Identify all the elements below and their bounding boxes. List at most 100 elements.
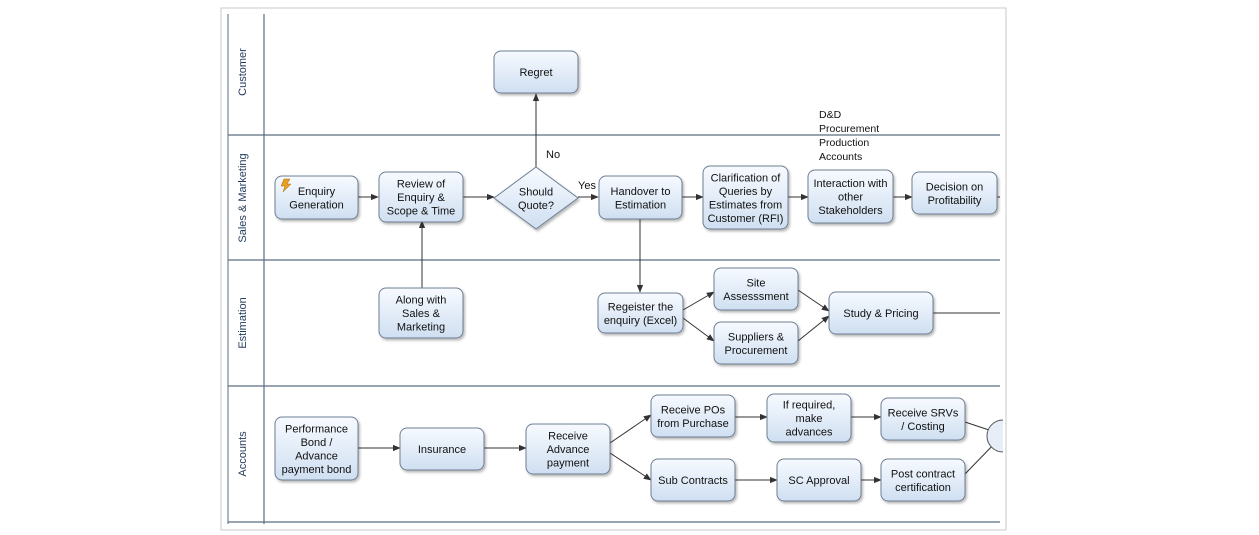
- node-receive-srvs: Receive SRVs / Costing: [880, 397, 966, 441]
- node-label-line: Regeister the: [608, 301, 673, 313]
- edge-site-study: [797, 289, 830, 312]
- node-label-line: Customer (RFI): [708, 213, 784, 225]
- node-label-line: Assesssment: [723, 291, 788, 303]
- node-label-line: Study & Pricing: [843, 308, 918, 320]
- lane-label-sales: Sales & Marketing: [237, 153, 249, 242]
- node-sc-approval: SC Approval: [776, 458, 862, 502]
- node-label-line: Procurement: [725, 345, 788, 357]
- node-label-line: Scope & Time: [387, 206, 455, 218]
- node-label-line: Along with: [396, 295, 447, 307]
- node-sub-contracts: Sub Contracts: [650, 458, 736, 502]
- node-shape: [911, 171, 998, 215]
- node-label-line: Bond /: [301, 437, 334, 449]
- node-label-line: Enquiry &: [397, 192, 445, 204]
- merge-connector: [986, 419, 1004, 453]
- node-label-line: Review of: [397, 179, 446, 191]
- node-insurance: Insurance: [399, 427, 485, 471]
- node-label-line: Performance: [285, 423, 348, 435]
- node-shape: [493, 50, 579, 94]
- node-shape: [598, 175, 683, 220]
- node-label-line: from Purchase: [657, 418, 729, 430]
- node-shape: [713, 267, 799, 311]
- node-label-line: payment: [547, 458, 589, 470]
- node-shape: [274, 175, 359, 220]
- node-label-line: Clarification of: [711, 172, 782, 184]
- node-shape: [650, 394, 736, 438]
- edge-register-site: [682, 291, 715, 311]
- node-shape: [378, 171, 464, 223]
- node-label-line: SC Approval: [788, 475, 849, 487]
- node-label-line: Decision on: [926, 181, 983, 193]
- node-label-line: Suppliers &: [728, 331, 785, 343]
- node-label-line: Regret: [519, 67, 552, 79]
- node-shape: [776, 458, 862, 502]
- lane-label-customer: Customer: [237, 48, 249, 96]
- edge-register-suppliers: [682, 317, 715, 342]
- node-label-line: / Costing: [901, 421, 944, 433]
- node-label-line: Marketing: [397, 322, 445, 334]
- node-shape: [274, 416, 359, 481]
- lane-label-estimation: Estimation: [237, 297, 249, 348]
- node-label-line: Estimates from: [709, 199, 782, 211]
- node-study: Study & Pricing: [828, 291, 934, 335]
- node-label-line: enquiry (Excel): [604, 315, 677, 327]
- node-label-line: other: [838, 192, 863, 204]
- node-shape: [378, 287, 464, 339]
- node-label-line: certification: [895, 482, 951, 494]
- node-label-line: Receive SRVs: [888, 407, 959, 419]
- node-shape: [713, 321, 799, 365]
- edge-receive-subcontracts: [609, 452, 652, 481]
- node-label-line: Quote?: [518, 200, 554, 212]
- node-shape: [493, 166, 579, 230]
- edge-label-yes: Yes: [578, 180, 596, 192]
- lane-label-accounts: Accounts: [237, 431, 249, 477]
- stakeholder-note: D&D Procurement Production Accounts: [819, 109, 879, 163]
- node-label-line: Should: [519, 186, 553, 198]
- node-suppliers: Suppliers & Procurement: [713, 321, 799, 365]
- node-shape: [525, 423, 611, 475]
- node-label-line: advances: [785, 427, 833, 439]
- note-line: Procurement: [819, 123, 879, 135]
- node-shape: [828, 291, 934, 335]
- node-label-line: Sub Contracts: [658, 475, 728, 487]
- node-label-line: If required,: [783, 400, 836, 412]
- node-label-line: Post contract: [891, 468, 955, 480]
- node-if-required: If required,make advances: [766, 393, 852, 443]
- edge-label-no: No: [546, 149, 560, 161]
- node-shape: [807, 169, 894, 224]
- node-label-line: Insurance: [418, 444, 466, 456]
- node-label-line: Enquiry: [298, 186, 336, 198]
- node-shape: [766, 393, 852, 443]
- edge-receive-pos: [609, 414, 652, 444]
- node-label-line: Generation: [289, 199, 343, 211]
- edge-suppliers-study: [797, 315, 830, 342]
- node-label-line: make: [796, 413, 823, 425]
- node-label-line: Receive: [548, 431, 588, 443]
- node-label-line: Stakeholders: [818, 205, 883, 217]
- note-line: Accounts: [819, 151, 862, 163]
- node-label-line: Queries by: [719, 186, 773, 198]
- node-shape: [880, 397, 966, 441]
- node-label-line: Site: [747, 277, 766, 289]
- node-label-line: Estimation: [615, 199, 666, 211]
- node-label-line: Interaction with: [814, 178, 888, 190]
- node-shape: [650, 458, 736, 502]
- node-shape: [702, 165, 789, 230]
- node-regret: Regret: [493, 50, 579, 94]
- node-label-line: payment bond: [282, 464, 352, 476]
- node-shape: [597, 292, 684, 334]
- node-register: Regeister the enquiry (Excel): [597, 292, 684, 334]
- node-post-contract: Post contract certification: [880, 458, 966, 502]
- node-label-line: Sales &: [402, 308, 441, 320]
